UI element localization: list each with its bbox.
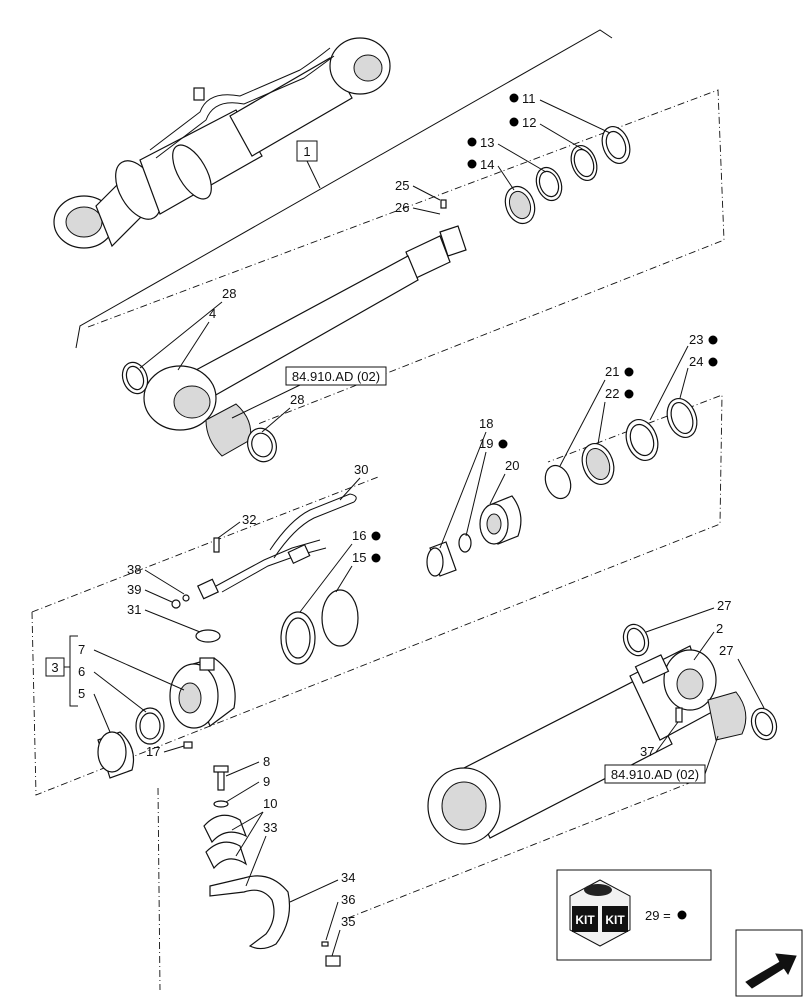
piston-assembly [426,495,522,577]
callout-28-bottom: 28 [290,392,304,407]
kit-bullet-icon [708,357,718,367]
callout-37: 37 [640,744,654,759]
piston-seals [544,398,698,500]
callout-7: 7 [78,642,85,657]
reference-bottom[interactable]: 84.910.AD (02) [611,767,699,782]
o-ring-15 [321,589,359,647]
grease-nipple-37 [675,707,683,723]
cylinder-barrel [427,645,747,845]
callout-4: 4 [209,306,216,321]
plug-38-39 [171,599,181,609]
bolt-17 [183,741,193,749]
o-ring-31 [195,629,221,643]
piston-rod [143,199,467,431]
navigation-arrow-icon[interactable] [735,929,803,997]
hydraulic-pipe-30 [196,493,357,600]
callout-1: 1 [303,144,310,159]
kit-bullet-icon [498,439,508,449]
kit-bullet-icon [708,335,718,345]
callout-6: 6 [78,664,85,679]
kit-bullet-icon [624,389,634,399]
item-1-boundary-line [75,29,613,349]
callout-21: 21 [605,364,619,379]
callout-33: 33 [263,820,277,835]
callout-12: 12 [522,115,536,130]
kit-box-icon: KIT KIT [569,879,631,947]
callout-14: 14 [480,157,494,172]
reference-top[interactable]: 84.910.AD (02) [292,369,380,384]
kit-bullet-icon [371,531,381,541]
callout-35: 35 [341,914,355,929]
callout-17: 17 [146,744,160,759]
cylinder-head [169,657,236,729]
clamp-33 [209,875,291,950]
callout-28-top: 28 [222,286,236,301]
callout-11: 11 [522,91,536,106]
callout-32: 32 [242,512,256,527]
kit-bullet-icon [624,367,634,377]
callout-34: 34 [341,870,355,885]
callout-26: 26 [395,200,409,215]
callout-31: 31 [127,602,141,617]
callout-30: 30 [354,462,368,477]
callout-27-top: 27 [717,598,731,613]
callout-24: 24 [689,354,703,369]
kit-bullet-icon [509,93,519,103]
kit-word-left: KIT [575,913,595,927]
callout-27-bottom: 27 [719,643,733,658]
bolt-32 [213,537,220,553]
kit-legend: KIT KIT 29 = [556,869,712,961]
kit-bullet-icon [509,117,519,127]
kit-bullet-icon [467,159,477,169]
callout-20: 20 [505,458,519,473]
callout-13: 13 [480,135,494,150]
callout-16: 16 [352,528,366,543]
callout-3: 3 [51,660,58,675]
assembly-frames [31,89,725,991]
callout-5: 5 [78,686,85,701]
callout-25: 25 [395,178,409,193]
rod-seal-rings [504,126,631,225]
clamp-10 [203,814,248,844]
callout-9: 9 [263,774,270,789]
complete-cylinder-illustration [53,37,391,249]
washer-9 [213,800,229,808]
bolt-35 [325,955,341,967]
kit-legend-text: 29 = [645,908,671,923]
reference-box-top[interactable] [285,366,387,386]
kit-bullet-icon [371,553,381,563]
kit-bullet-icon [467,137,477,147]
nut-36 [321,941,329,947]
callout-23: 23 [689,332,703,347]
callout-8: 8 [263,754,270,769]
callout-10: 10 [263,796,277,811]
callout-2: 2 [716,621,723,636]
callout-15: 15 [352,550,366,565]
kit-bullet-icon [677,910,687,920]
callout-36: 36 [341,892,355,907]
callout-22: 22 [605,386,619,401]
callout-39: 39 [127,582,141,597]
kit-word-right: KIT [605,913,625,927]
callout-19: 19 [479,436,493,451]
callout-38: 38 [127,562,141,577]
callout-18: 18 [479,416,493,431]
